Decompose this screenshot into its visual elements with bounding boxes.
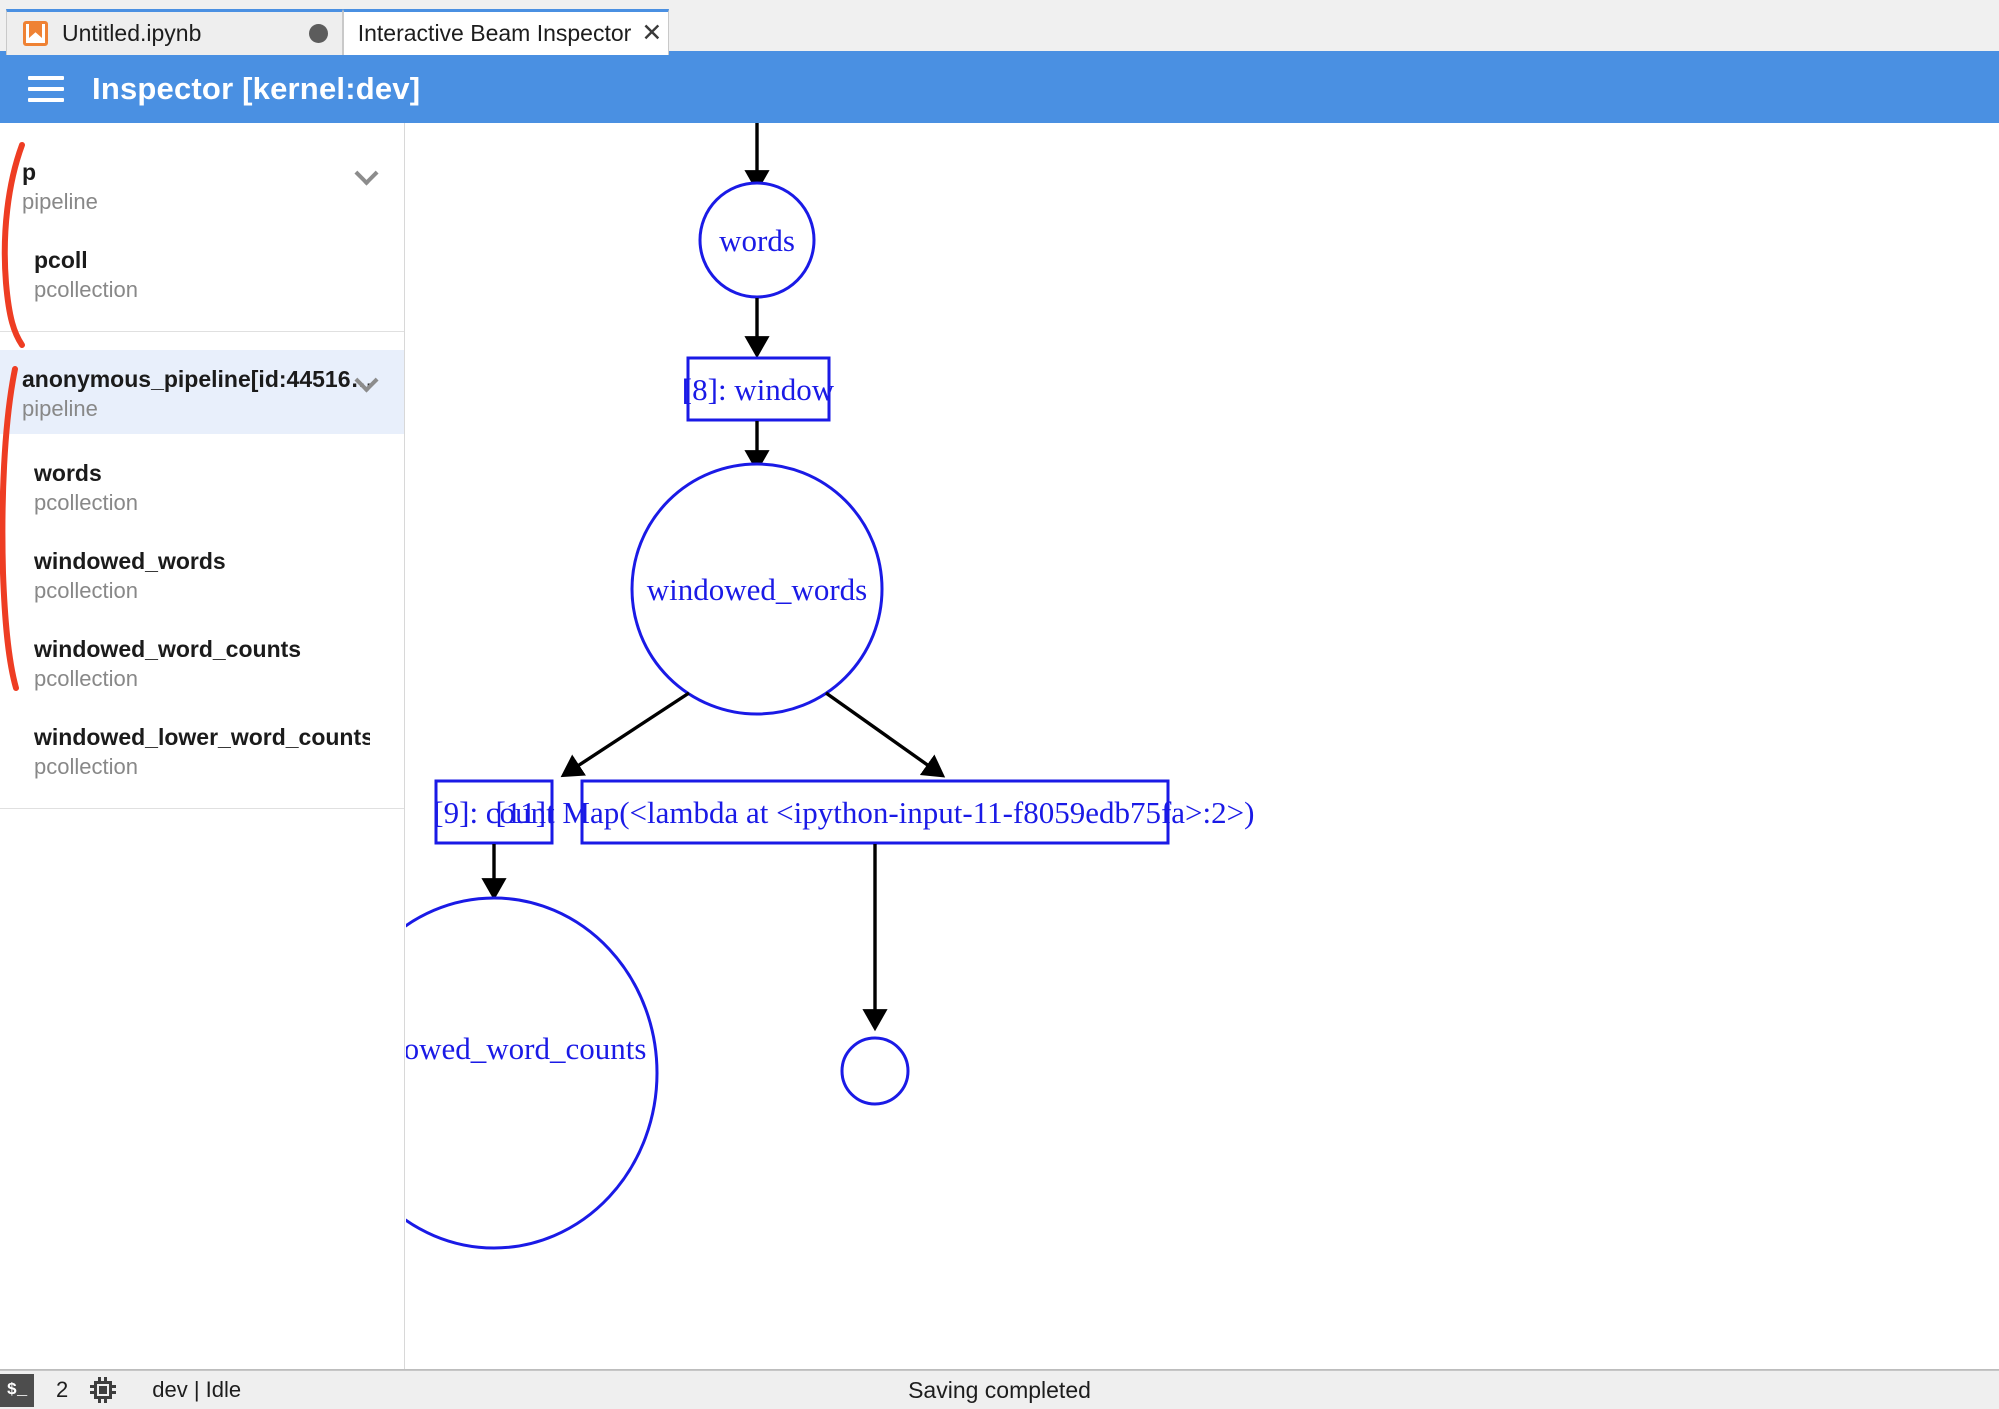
sidebar-item-label: windowed_words — [34, 548, 226, 574]
sidebar-item-p[interactable]: p pipeline — [0, 157, 404, 217]
sidebar-item-windowed-words[interactable]: windowed_words pcollection — [0, 546, 404, 606]
sidebar-group-pipeline-p: p pipeline pcoll pcollection — [0, 123, 404, 332]
save-status: Saving completed — [908, 1376, 1091, 1403]
sidebar-item-type: pcollection — [34, 490, 138, 515]
sidebar-item-type: pcollection — [34, 666, 138, 691]
sidebar-item-anonymous-pipeline[interactable]: anonymous_pipeline[id:44516… pipeline — [0, 350, 404, 434]
tab-label: Untitled.ipynb — [62, 20, 202, 46]
graph-node-window[interactable] — [686, 356, 831, 422]
sidebar-item-label: windowed_lower_word_counts — [34, 724, 370, 750]
sidebar-item-type: pcollection — [34, 754, 138, 779]
sidebar-item-windowed-word-counts[interactable]: windowed_word_counts pcollection — [0, 634, 404, 694]
status-divider — [0, 1369, 1999, 1370]
sidebar-item-pcoll[interactable]: pcoll pcollection — [0, 245, 404, 305]
sidebar-item-type: pipeline — [22, 396, 98, 421]
tab-untitled-ipynb[interactable]: Untitled.ipynb — [6, 9, 343, 55]
graph-node-words[interactable] — [698, 181, 816, 299]
graph-node-label: [9]: count — [433, 795, 555, 830]
sidebar-item-type: pcollection — [34, 277, 138, 302]
main-content: p pipeline pcoll pcollection anonymous_p… — [0, 123, 1999, 1370]
sidebar-item-type: pipeline — [22, 189, 98, 214]
chevron-down-icon[interactable] — [358, 372, 378, 392]
graph-node-label: words — [719, 223, 795, 258]
pipeline-graph-svg: words [8]: window windowed_words [9]: co… — [406, 123, 1255, 1250]
sidebar-group-anonymous-pipeline: anonymous_pipeline[id:44516… pipeline wo… — [0, 332, 404, 809]
graph-node-count[interactable] — [434, 779, 554, 845]
notebook-icon — [23, 21, 48, 46]
graph-node-label: windowed_words — [647, 572, 867, 607]
graph-node-unnamed[interactable] — [840, 1036, 910, 1106]
graph-node-label: [11]: Map(<lambda at <ipython-input-11-f… — [496, 795, 1255, 830]
chevron-down-icon[interactable] — [358, 165, 378, 185]
graph-edge — [825, 691, 946, 778]
sidebar-item-words[interactable]: words pcollection — [0, 458, 404, 518]
close-icon[interactable]: ✕ — [641, 19, 663, 47]
chip-icon[interactable] — [90, 1377, 117, 1403]
hamburger-icon[interactable] — [28, 76, 64, 102]
tab-interactive-beam-inspector[interactable]: Interactive Beam Inspector ✕ — [343, 9, 669, 55]
inspectables-sidebar: p pipeline pcoll pcollection anonymous_p… — [0, 123, 405, 1370]
terminal-count[interactable]: 2 — [56, 1377, 69, 1402]
sidebar-item-type: pcollection — [34, 578, 138, 603]
kernel-status[interactable]: dev | Idle — [152, 1377, 242, 1402]
sidebar-item-windowed-lower-word-counts[interactable]: windowed_lower_word_counts pcollection — [0, 722, 404, 782]
graph-edge — [560, 691, 690, 778]
sidebar-item-label: p — [22, 159, 37, 185]
graph-node-windowed-word-counts[interactable] — [406, 896, 659, 1250]
sidebar-item-label: windowed_word_counts — [34, 636, 302, 662]
terminal-icon[interactable]: $_ — [0, 1373, 34, 1407]
graph-node-label: [8]: window — [682, 372, 835, 407]
pipeline-graph[interactable]: words [8]: window windowed_words [9]: co… — [406, 123, 1999, 1370]
graph-node-label: windowed_word_counts — [406, 1031, 646, 1066]
sidebar-item-label: words — [34, 460, 102, 486]
app-header: Inspector [kernel:dev] — [0, 55, 1999, 123]
sidebar-item-label: anonymous_pipeline[id:44516… — [22, 366, 370, 392]
graph-node-map[interactable] — [580, 779, 1170, 845]
page-title: Inspector [kernel:dev] — [92, 71, 421, 106]
sidebar-item-label: pcoll — [34, 247, 88, 273]
unsaved-changes-dot-icon — [309, 24, 328, 43]
tab-label: Interactive Beam Inspector — [357, 20, 632, 46]
graph-node-windowed-words[interactable] — [630, 462, 884, 716]
status-bar: $_ 2 dev | Idle Saving completed — [0, 1370, 1999, 1409]
tab-bar: Untitled.ipynb Interactive Beam Inspecto… — [0, 0, 1999, 55]
